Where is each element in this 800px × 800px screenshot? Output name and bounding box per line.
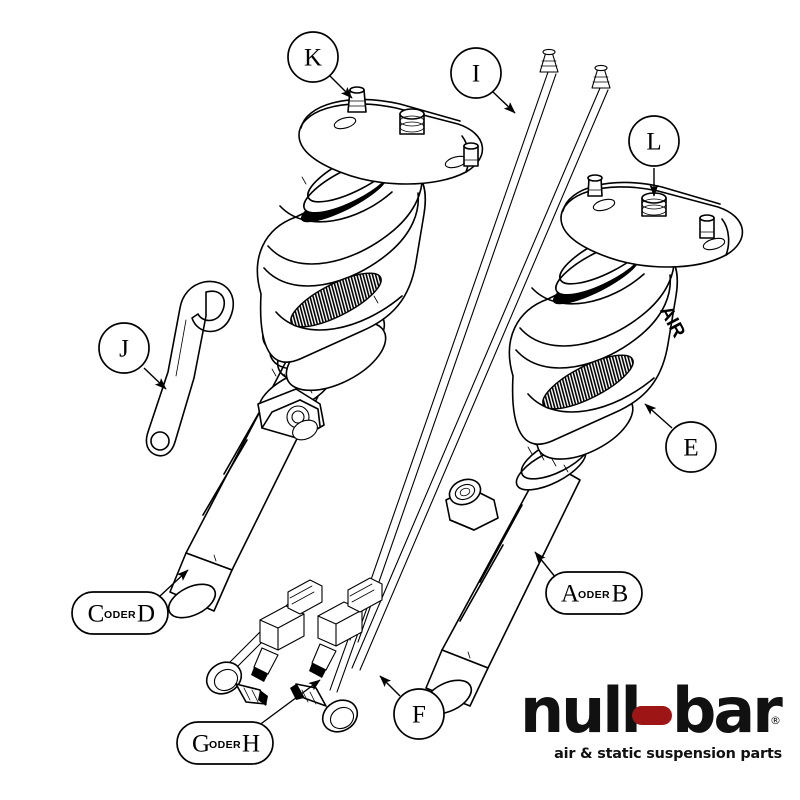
air-elbow-connector-right	[290, 683, 359, 733]
callout-CD-oder: ODER	[104, 609, 136, 621]
callout-AB-oder: ODER	[578, 589, 610, 601]
brand-tagline: air & static suspension parts	[554, 746, 782, 762]
air-line-end-fitting-1	[539, 48, 559, 73]
callout-E[interactable]: E	[665, 421, 717, 473]
upper-mount-stud-right-2	[699, 214, 715, 239]
air-fitting-hex-left	[251, 605, 305, 682]
upper-mount-plate-left	[298, 86, 484, 185]
air-fitting-group	[205, 577, 383, 733]
upper-mount-stud-left	[347, 86, 367, 113]
air-fitting-small-right	[347, 577, 383, 613]
brand-dash	[632, 706, 672, 725]
leader-K	[329, 75, 353, 99]
callout-F[interactable]: F	[393, 688, 445, 740]
callout-I[interactable]: I	[450, 47, 502, 99]
callout-I-label: I	[472, 61, 480, 88]
callout-L[interactable]: L	[628, 115, 680, 167]
brand-name-part-1: null	[520, 678, 639, 747]
leader-F	[379, 675, 401, 697]
brand-registered-mark: ®	[770, 714, 781, 727]
callout-F-label: F	[412, 702, 426, 729]
callout-D-label: D	[137, 601, 155, 628]
leader-CD	[159, 569, 189, 597]
leader-I	[492, 91, 516, 114]
air-line-upper-left	[349, 48, 559, 643]
air-fitting-small-left	[287, 579, 323, 615]
callout-J-label: J	[119, 336, 129, 363]
strut-left	[167, 86, 484, 619]
upper-mount-plate-right	[560, 174, 744, 268]
leader-E	[644, 403, 673, 429]
brand-logo: null bar ® air & static suspension parts	[520, 678, 785, 762]
hook-spanner-wrench	[145, 280, 235, 457]
callout-E-label: E	[683, 435, 698, 462]
upper-mount-stud-right	[587, 174, 603, 197]
callout-L-label: L	[646, 129, 661, 156]
brand-name-part-2: bar	[672, 678, 783, 747]
callout-B-label: B	[612, 581, 629, 608]
callout-G-label: G	[192, 731, 210, 758]
air-line-group	[223, 48, 611, 693]
mounting-boss-right	[445, 478, 499, 531]
leader-GH	[257, 679, 321, 727]
air-elbow-connector-left	[205, 661, 268, 706]
callout-K[interactable]: K	[287, 31, 339, 83]
air-spring-bellows-left	[256, 147, 426, 363]
leader-AB	[534, 551, 557, 579]
callout-K-label: K	[304, 45, 322, 72]
strut-right: AIR	[423, 174, 744, 715]
air-line-upper-right	[351, 64, 611, 671]
upper-mount-nut-right	[641, 192, 667, 217]
callout-J[interactable]: J	[98, 322, 150, 374]
callout-C-oder-D[interactable]: C ODER D	[71, 591, 169, 635]
callout-G-oder-H[interactable]: G ODER H	[176, 721, 274, 765]
air-fitting-hex	[309, 601, 363, 678]
callout-A-label: A	[561, 581, 579, 608]
callout-C-label: C	[88, 601, 105, 628]
leader-J	[143, 367, 167, 390]
air-line-end-fitting-2	[591, 64, 611, 89]
upper-mount-nut-left	[399, 108, 425, 135]
callout-H-label: H	[242, 731, 260, 758]
callout-GH-oder: ODER	[209, 739, 241, 751]
leader-line-group	[143, 75, 673, 727]
upper-mount-stud-left-2	[463, 142, 479, 167]
callout-A-oder-B[interactable]: A ODER B	[545, 571, 643, 615]
callout-group: K I L E J F	[71, 31, 717, 765]
